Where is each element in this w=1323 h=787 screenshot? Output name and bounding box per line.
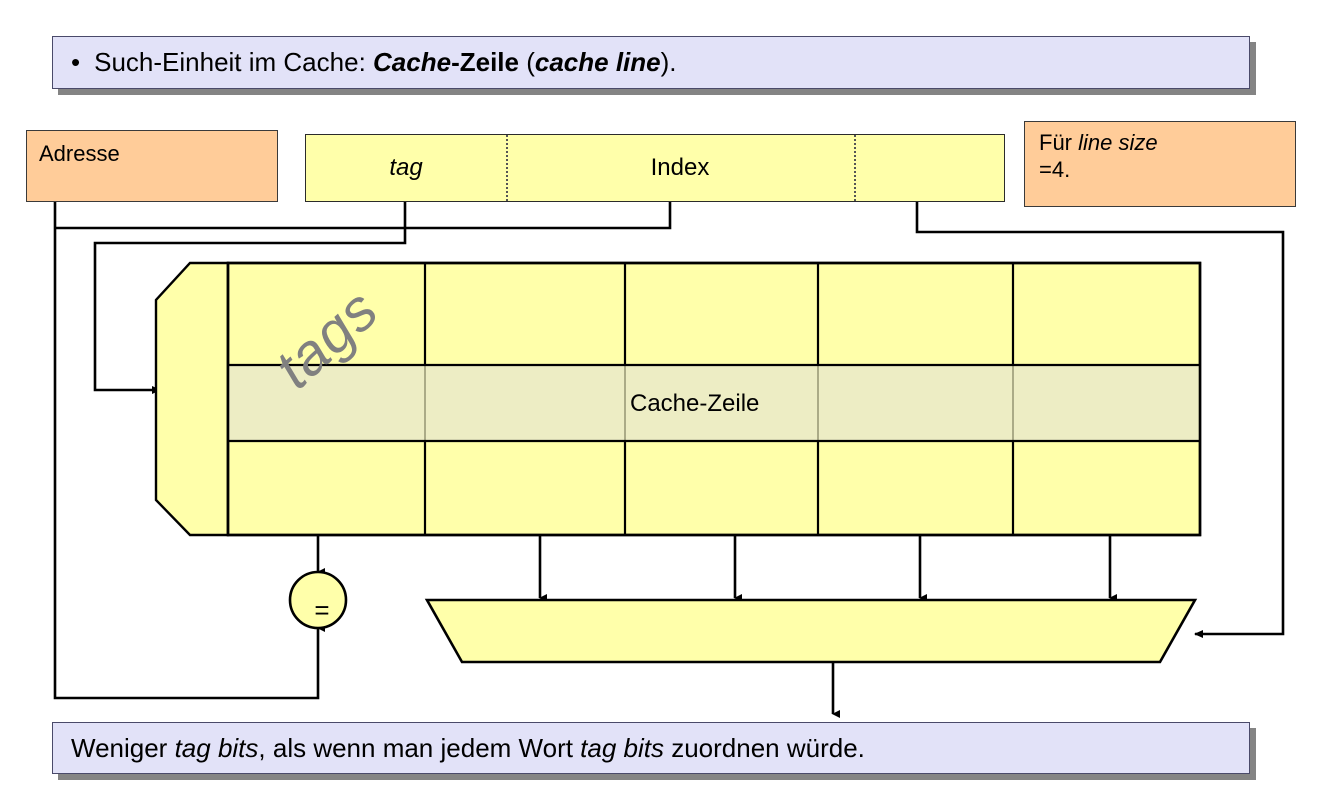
footer-text-part-4: zuordnen würde.	[664, 732, 865, 763]
wire-index-rail	[55, 202, 672, 230]
comparator-circle	[288, 570, 348, 630]
wire-tag-to-decoder	[93, 202, 407, 394]
bullet-icon: •	[71, 47, 81, 78]
footer-text-part-0: Weniger	[71, 732, 175, 763]
cache-grid-column-lines	[423, 263, 1015, 535]
address-segment-tag-label: tag	[389, 154, 423, 181]
title-text-part-1: Cache	[373, 47, 452, 78]
footer-banner: Weniger tag bits, als wenn man jedem Wor…	[52, 722, 1250, 774]
address-divider-2	[854, 135, 856, 201]
address-divider-1	[506, 135, 508, 201]
cache-line-label: Cache-Zeile	[630, 390, 760, 417]
line-size-suffix: =4.	[1039, 156, 1071, 182]
title-banner: • Such-Einheit im Cache: Cache-Zeile (cac…	[52, 36, 1250, 89]
address-segment-index: Index	[506, 135, 854, 201]
title-text-part-3: (	[518, 47, 535, 78]
cache-grid-border	[226, 261, 1202, 537]
line-size-prefix: Für	[1039, 130, 1079, 155]
footer-text-part-2: , als wenn man jedem Wort	[258, 732, 581, 763]
title-banner-text: • Such-Einheit im Cache: Cache-Zeile (cac…	[71, 48, 677, 77]
line-size-italic: line size	[1078, 130, 1158, 155]
title-text-part-0: Such-Einheit im Cache:	[94, 47, 374, 78]
cache-grid-highlight-row	[228, 365, 1200, 441]
decoder-block	[154, 261, 230, 537]
address-segment-index-label: Index	[650, 154, 710, 181]
line-size-note-box: Für line size =4.	[1024, 121, 1296, 207]
cache-grid-column-lines-highlighted	[424, 365, 1014, 441]
adresse-label: Adresse	[39, 141, 120, 166]
title-text-part-2: -Zeile	[451, 47, 519, 78]
title-text-part-5: ).	[660, 47, 677, 78]
wire-adresse-to-comparator	[53, 202, 325, 700]
footer-banner-text: Weniger tag bits, als wenn man jedem Wor…	[71, 732, 865, 763]
address-segment-tag: tag	[306, 135, 506, 201]
comparator-equals-label: =	[314, 595, 330, 625]
footer-text-part-1: tag bits	[174, 732, 259, 763]
footer-text-part-3: tag bits	[580, 732, 664, 763]
multiplexer-block	[424, 598, 1198, 664]
address-field: tag Index	[305, 134, 1005, 202]
adresse-box: Adresse	[26, 130, 278, 202]
wire-offset-to-mux	[915, 202, 1285, 638]
address-segment-offset	[854, 135, 1006, 201]
title-text-part-4: cache line	[534, 47, 661, 78]
cache-grid-row-lines	[228, 363, 1200, 443]
